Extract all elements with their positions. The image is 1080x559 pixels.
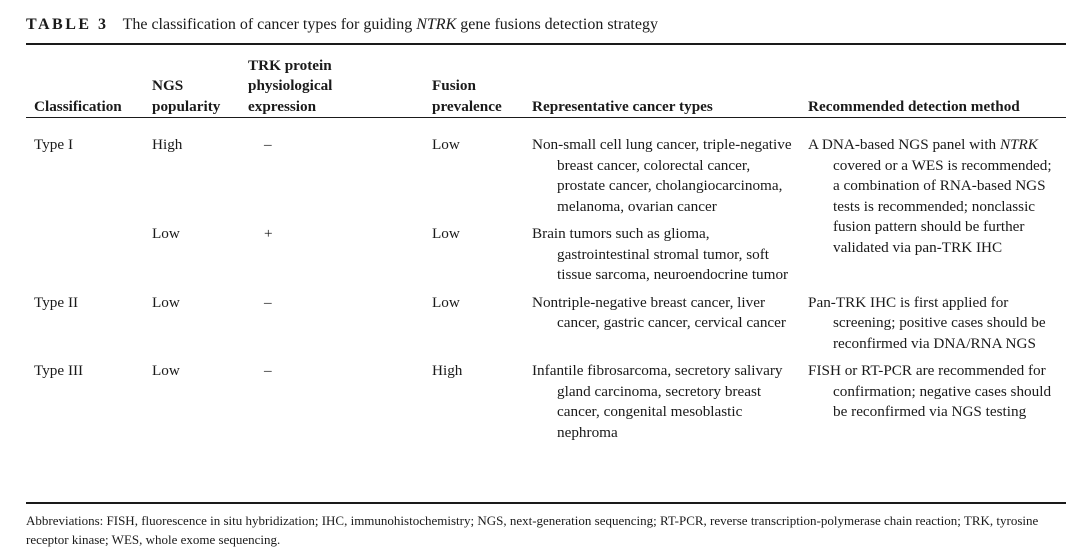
cell-cancer-types: Non-small cell lung cancer, triple-negat…: [524, 127, 800, 217]
cell-trk-expression: –: [240, 127, 424, 217]
cancer-types-text: Infantile fibrosarcoma, secretory saliva…: [532, 362, 783, 441]
header-cancer-types: Representative cancer types: [532, 97, 713, 115]
cancer-types-text: Brain tumors such as glioma, gastrointes…: [532, 225, 789, 283]
table-row: Low + Low Brain tumors such as glioma, g…: [26, 217, 1066, 286]
cell-detection-method: FISH or RT-PCR are recommended for confi…: [800, 354, 1066, 449]
cell-fusion-prevalence: Low: [432, 225, 460, 242]
classification-table: Classification NGS popularity TRK protei…: [26, 45, 1066, 449]
table-caption: TABLE 3 The classification of cancer type…: [26, 14, 658, 36]
cell-trk-expression: –: [240, 286, 424, 355]
cancer-types-text: Non-small cell lung cancer, triple-negat…: [532, 136, 792, 215]
trk-sign: –: [264, 136, 272, 153]
caption-text-after: gene fusions detection strategy: [456, 16, 658, 33]
detection-method-text: A DNA-based NGS panel with NTRK covered …: [808, 135, 1060, 258]
header-ngs-popularity: NGS popularity: [152, 77, 221, 115]
cell-classification: Type II: [34, 293, 79, 311]
cell-fusion-prevalence: Low: [432, 293, 460, 311]
cell-classification: Type I: [34, 136, 73, 153]
table-label: TABLE 3: [26, 16, 109, 33]
method-text-after: covered or a WES is recommended; a combi…: [833, 156, 1052, 256]
cell-fusion-prevalence: High: [432, 362, 463, 379]
cell-trk-expression: –: [240, 354, 424, 449]
header-classification: Classification: [34, 97, 122, 115]
top-rule: [26, 43, 1066, 45]
cell-ngs-popularity: Low: [152, 293, 180, 311]
header-rule: [26, 117, 1066, 118]
caption-gene-name: NTRK: [416, 16, 457, 33]
caption-text-before: The classification of cancer types for g…: [122, 16, 417, 33]
cell-cancer-types: Infantile fibrosarcoma, secretory saliva…: [524, 354, 800, 449]
cell-cancer-types: Nontriple-negative breast cancer, liver …: [524, 286, 800, 355]
cell-fusion-prevalence: Low: [432, 136, 460, 153]
detection-method-text: FISH or RT-PCR are recommended for confi…: [808, 362, 1052, 420]
bottom-rule: [26, 502, 1066, 504]
cancer-types-text: Nontriple-negative breast cancer, liver …: [532, 293, 786, 332]
header-row: Classification NGS popularity TRK protei…: [26, 45, 1066, 127]
cell-classification: Type III: [34, 362, 84, 379]
cell-ngs-popularity: Low: [152, 225, 180, 242]
header-detection-method: Recommended detection method: [808, 97, 1020, 115]
table-row: Type III Low – High Infantile fibrosarco…: [26, 354, 1066, 449]
table-row: Type I High – Low Non-small cell lung ca…: [26, 127, 1066, 256]
method-gene-name: NTRK: [999, 136, 1038, 153]
header-fusion-prevalence: Fusion prevalence: [432, 77, 502, 115]
cell-detection-method: A DNA-based NGS panel with NTRK covered …: [800, 127, 1066, 286]
table-footnote: Abbreviations: FISH, fluorescence in sit…: [26, 513, 1039, 547]
detection-method-text: Pan-TRK IHC is first applied for screeni…: [808, 293, 1046, 352]
trk-sign: +: [264, 225, 273, 242]
cell-ngs-popularity: Low: [152, 362, 180, 379]
trk-sign: –: [264, 362, 272, 379]
cell-detection-method: Pan-TRK IHC is first applied for screeni…: [800, 286, 1066, 355]
cell-ngs-popularity: High: [152, 136, 183, 153]
method-text-before: A DNA-based NGS panel with: [808, 136, 1000, 153]
table-row: Type II Low – Low Nontriple-negative bre…: [26, 286, 1066, 355]
cell-trk-expression: +: [240, 217, 424, 286]
cell-cancer-types: Brain tumors such as glioma, gastrointes…: [524, 217, 800, 286]
trk-sign: –: [264, 293, 272, 311]
header-trk-expression: TRK protein physiological expression: [248, 56, 333, 115]
cell-classification: [26, 217, 144, 286]
